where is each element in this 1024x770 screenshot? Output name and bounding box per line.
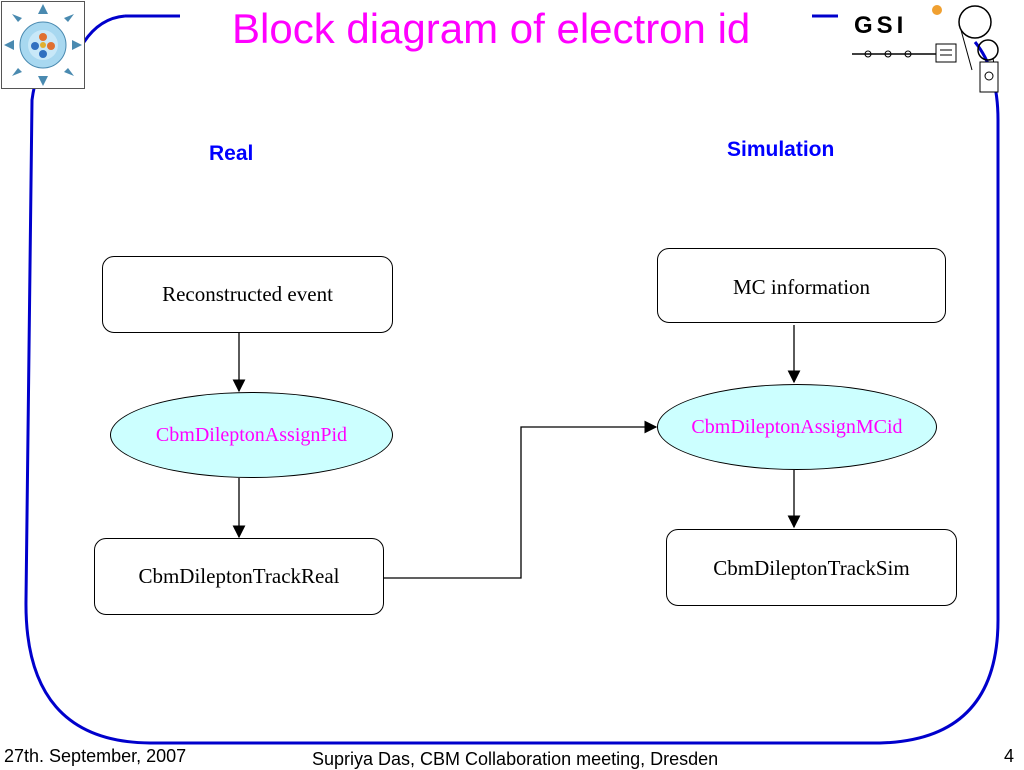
box-reconstructed-event: Reconstructed event <box>102 256 393 333</box>
ellipse-assign-pid-label: CbmDileptonAssignPid <box>155 423 348 446</box>
slide-title: Block diagram of electron id <box>232 5 751 52</box>
cbm-detector-logo-icon <box>4 4 82 86</box>
arrow-trackreal-to-mcid <box>384 420 658 579</box>
box-track-real-label: CbmDileptonTrackReal <box>138 564 340 588</box>
cbm-detector-logo <box>1 1 85 89</box>
box-track-sim-label: CbmDileptonTrackSim <box>713 556 910 580</box>
gsi-logo-text: GSI <box>854 12 907 39</box>
ellipse-assign-pid: CbmDileptonAssignPid <box>110 392 393 478</box>
column-heading-real: Real <box>209 142 254 165</box>
gsi-logo-icon: GSI <box>852 5 999 93</box>
footer-page-number: 4 <box>1004 746 1015 766</box>
box-track-real: CbmDileptonTrackReal <box>94 538 384 615</box>
ellipse-assign-mcid-label: CbmDileptonAssignMCid <box>691 416 903 438</box>
frame-border <box>24 40 1000 745</box>
footer-author: Supriya Das, CBM Collaboration meeting, … <box>312 749 719 769</box>
box-mc-information: MC information <box>657 248 946 323</box>
box-reconstructed-event-label: Reconstructed event <box>162 282 333 306</box>
ellipse-assign-mcid: CbmDileptonAssignMCid <box>657 384 937 470</box>
box-mc-information-label: MC information <box>732 275 871 299</box>
footer-date: 27th. September, 2007 <box>4 746 187 766</box>
gsi-logo: GSI <box>848 0 1008 96</box>
box-track-sim: CbmDileptonTrackSim <box>666 529 957 606</box>
frame-top-curve <box>82 14 126 43</box>
column-heading-simulation: Simulation <box>727 138 835 161</box>
